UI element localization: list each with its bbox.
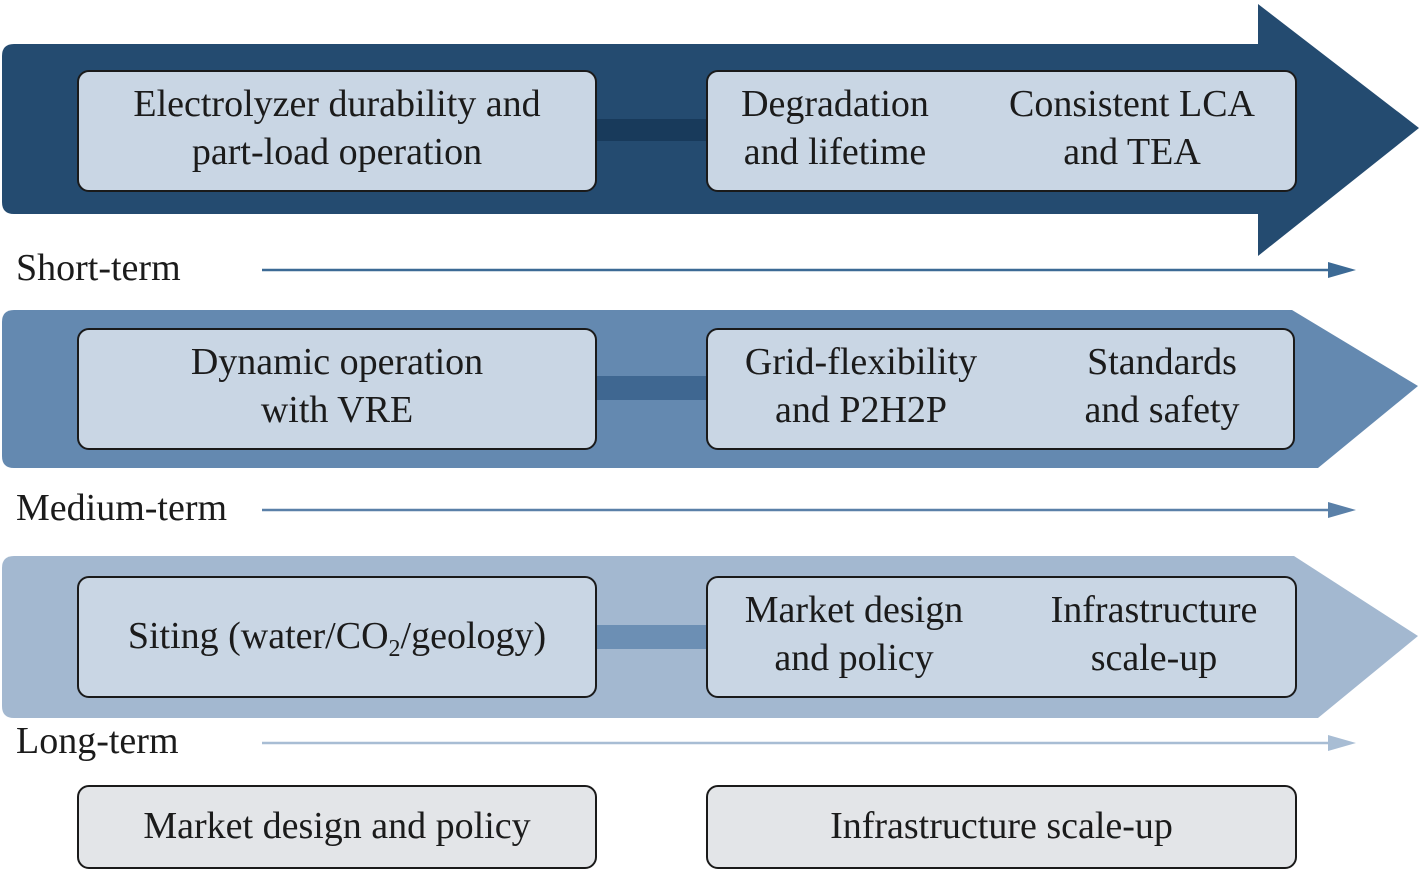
long-term-right-a-text: Market design and policy [744, 589, 964, 679]
long-term-left-box [77, 576, 597, 698]
siting-text-end: /geology) [400, 615, 547, 657]
bottom-left-text: Market design and policy [143, 805, 531, 847]
short-term-left-text: Electrolyzer durability and part-load op… [133, 83, 541, 173]
short-term-right-b-text: Consistent LCA and TEA [1009, 83, 1255, 173]
medium-term-right-box [706, 328, 1295, 450]
medium-term-timeline-head [1328, 502, 1356, 518]
co2-subscript: 2 [388, 636, 401, 662]
bottom-right-text: Infrastructure scale-up [830, 805, 1173, 847]
long-term-right-box [706, 576, 1297, 698]
medium-term-left-text: Dynamic operation with VRE [190, 341, 484, 431]
medium-term-connector [597, 376, 707, 400]
bottom-left-box [77, 785, 597, 869]
long-term-connector [597, 625, 707, 649]
short-term-right-a-text: Degradation and lifetime [741, 83, 929, 173]
siting-text: Siting (water/CO [127, 615, 389, 657]
medium-term-right-a-text: Grid-flexibility and P2H2P [744, 341, 978, 431]
short-term-label: Short-term [16, 247, 181, 289]
bottom-right-box [706, 785, 1297, 869]
long-term-timeline-head [1328, 735, 1356, 751]
short-term-left-box [77, 70, 597, 192]
medium-term-left-box [77, 328, 597, 450]
medium-term-right-b-text: Standards and safety [1084, 341, 1240, 431]
long-term-label: Long-term [16, 720, 179, 762]
long-term-left-text: Siting (water/CO2/geology) [80, 612, 594, 662]
short-term-timeline-head [1328, 262, 1356, 278]
short-term-connector [597, 119, 707, 141]
short-term-right-box [706, 70, 1297, 192]
medium-term-label: Medium-term [16, 487, 228, 529]
long-term-right-b-text: Infrastructure scale-up [1050, 589, 1258, 679]
